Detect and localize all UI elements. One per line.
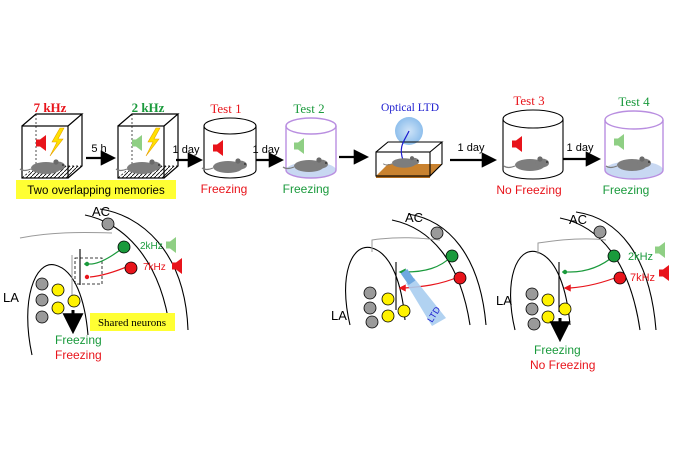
neuron-icon: [541, 310, 555, 324]
left-output-1: Freezing: [55, 333, 102, 347]
lightning-bolt-icon: [49, 127, 65, 157]
right-ac-label: AC: [569, 212, 587, 227]
tone-2khz-label: 2 kHz: [132, 100, 165, 115]
left-output-2: Freezing: [55, 348, 102, 362]
optical-cage: [375, 130, 444, 178]
interval-label: 5 h: [91, 143, 106, 155]
speaker-icon: [512, 136, 522, 152]
day-label-4: 1 day: [567, 142, 594, 154]
left-tone-red: 7kHz: [143, 262, 166, 273]
mouse-icon: [201, 157, 248, 174]
speaker-icon: [659, 265, 669, 281]
speaker-icon: [36, 135, 46, 151]
neuron-icon: [397, 304, 411, 318]
conditioning-cage-1: [19, 113, 84, 179]
left-tone-green: 2kHz: [140, 241, 163, 252]
neuron-icon: [35, 277, 49, 291]
neuron-icon: [525, 287, 539, 301]
left-circuit: [19, 208, 189, 356]
optical-fiber-icon: [400, 268, 446, 326]
test3-label: Test 3: [513, 93, 544, 108]
day-label-3: 1 day: [458, 142, 485, 154]
neuron-icon: [381, 309, 395, 323]
neuron-icon: [35, 293, 49, 307]
neuron-icon: [613, 271, 627, 285]
speaker-icon: [655, 242, 665, 258]
neuron-icon: [124, 261, 138, 275]
neuron-icon: [363, 286, 377, 300]
neuron-icon: [117, 240, 131, 254]
test-cylinder-2: [282, 117, 337, 179]
right-la-label: LA: [496, 293, 512, 308]
neuron-icon: [541, 293, 555, 307]
right-tone-red: 7kHz: [630, 272, 655, 284]
test2-result: Freezing: [283, 182, 330, 196]
day-label-2: 1 day: [253, 144, 280, 156]
speaker-icon: [213, 140, 223, 156]
test3-result: No Freezing: [496, 183, 561, 197]
test1-label: Test 1: [210, 101, 241, 116]
test4-result: Freezing: [603, 183, 650, 197]
test1-result: Freezing: [201, 182, 248, 196]
test2-label: Test 2: [293, 101, 324, 116]
neuron-icon: [365, 315, 379, 329]
neuron-icon: [558, 302, 572, 316]
neuron-icon: [453, 271, 467, 285]
neuron-icon: [363, 301, 377, 315]
speaker-icon: [614, 134, 624, 150]
neuron-icon: [381, 292, 395, 306]
test-cylinder-1: [201, 117, 257, 179]
neuron-icon: [607, 249, 621, 263]
right-output-1: Freezing: [534, 343, 581, 357]
neuron-icon: [527, 317, 541, 331]
test-cylinder-3: [502, 109, 564, 180]
speaker-icon: [294, 138, 304, 154]
day-label-1: 1 day: [173, 144, 200, 156]
middle-la-label: LA: [331, 308, 347, 323]
memories-label-box: [16, 180, 176, 199]
memories-label: Two overlapping memories: [27, 185, 165, 197]
tone-7khz-label: 7 kHz: [34, 100, 67, 115]
right-circuit: [510, 211, 669, 343]
mouse-icon: [503, 155, 550, 172]
neuron-icon: [430, 226, 444, 240]
conditioning-cage-2: [115, 113, 180, 179]
middle-circuit: [345, 213, 487, 329]
neuron-icon: [593, 225, 607, 239]
speaker-icon: [132, 135, 142, 151]
left-ac-label: AC: [92, 204, 110, 219]
speaker-icon: [172, 258, 182, 274]
test4-label: Test 4: [618, 94, 650, 109]
neuron-icon: [35, 310, 49, 324]
test-cylinder-4: [604, 110, 664, 180]
lightning-bolt-icon: [145, 127, 161, 157]
left-la-label: LA: [3, 290, 19, 305]
shared-neurons-label: Shared neurons: [98, 317, 166, 329]
neuron-icon: [445, 249, 459, 263]
neuron-icon: [51, 283, 65, 297]
neuron-icon: [101, 217, 115, 231]
speaker-icon: [166, 237, 176, 253]
middle-ac-label: AC: [405, 210, 423, 225]
neuron-icon: [67, 294, 81, 308]
neuron-icon: [525, 302, 539, 316]
right-tone-green: 2kHz: [628, 251, 653, 263]
optical-fiber-icon: [400, 130, 410, 161]
neuron-icon: [51, 301, 65, 315]
optical-ltd-label: Optical LTD: [381, 102, 439, 114]
shared-neurons-box: [90, 313, 175, 331]
right-output-2: No Freezing: [530, 358, 595, 372]
